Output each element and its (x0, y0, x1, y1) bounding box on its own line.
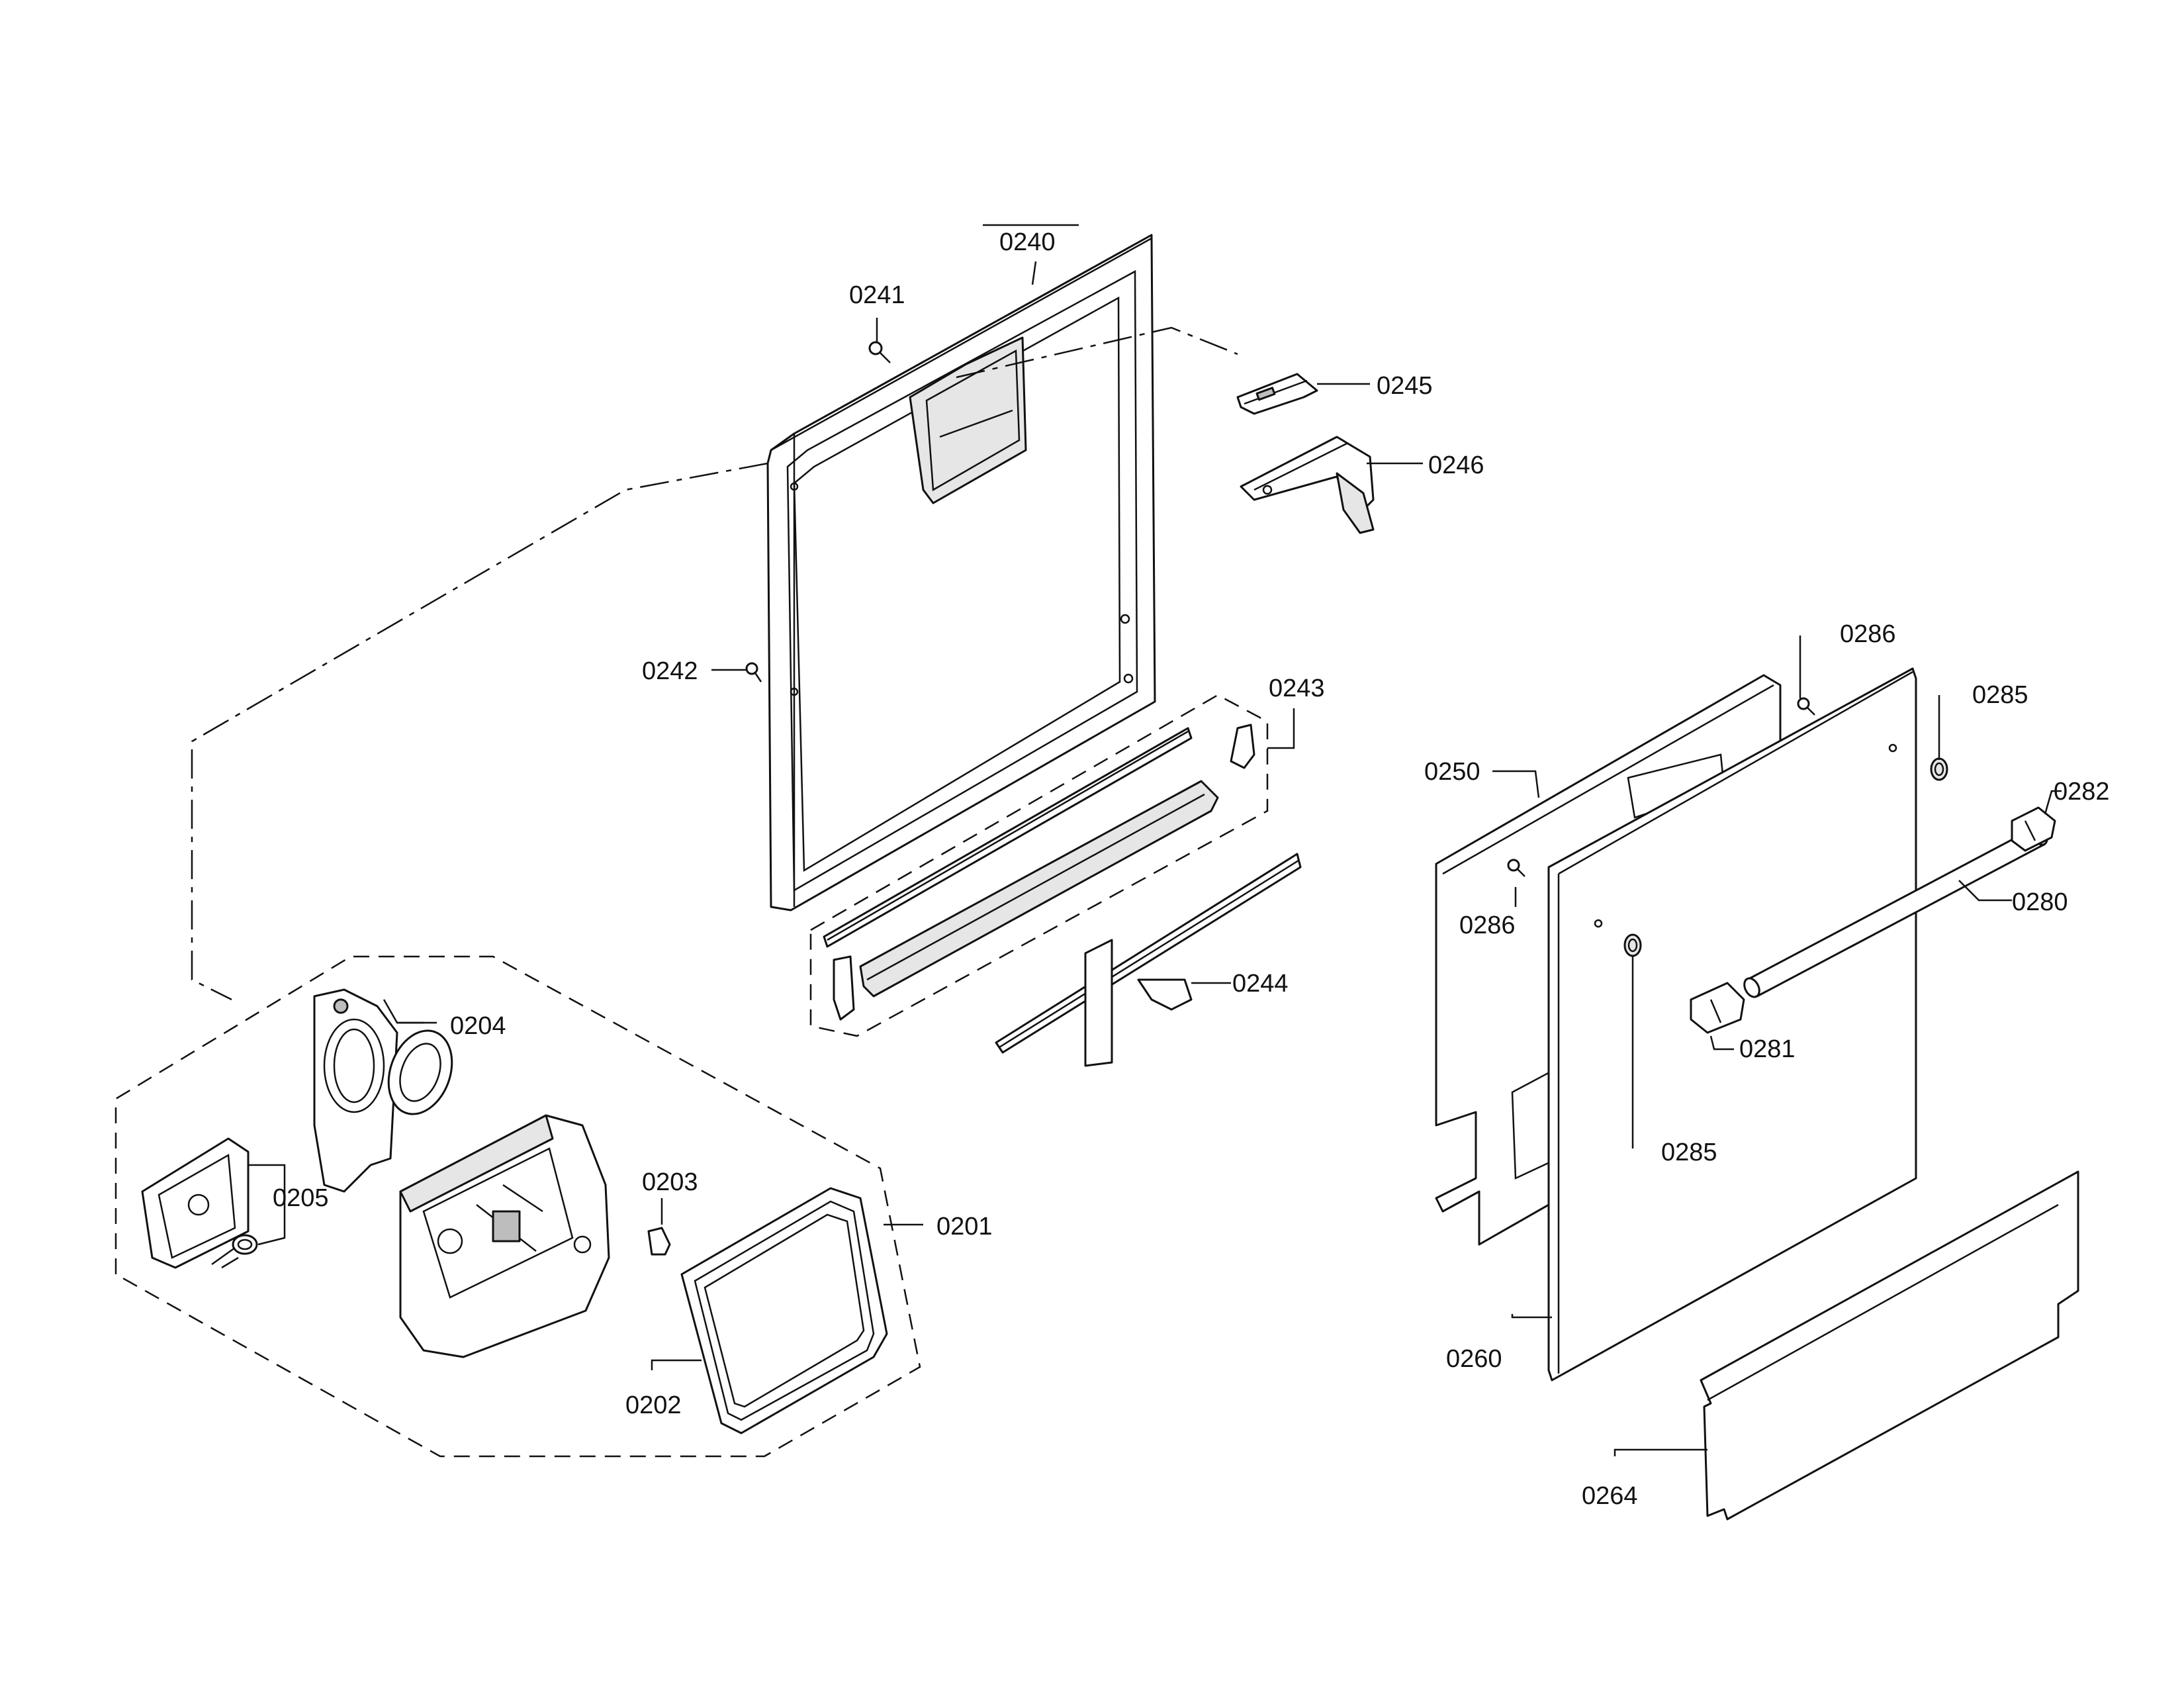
clip-0203 (647, 1227, 671, 1256)
inner-door-panel (766, 234, 1156, 912)
leader-lines (248, 224, 2062, 1456)
callout-0286-top: 0286 (1840, 620, 1896, 648)
callout-0241: 0241 (849, 281, 905, 309)
end-cap-0281 (1690, 982, 1745, 1034)
dispenser-group-outline (114, 955, 921, 1458)
callout-0202: 0202 (625, 1391, 682, 1419)
callout-0282: 0282 (2054, 778, 2110, 806)
callout-0242: 0242 (642, 657, 698, 685)
callout-0243: 0243 (1269, 675, 1325, 702)
callout-0205: 0205 (273, 1184, 329, 1212)
gasket-0204 (387, 1029, 453, 1115)
dashdot-link-left (191, 462, 768, 1001)
dispenser-housing (399, 1114, 610, 1358)
kick-plate-0264 (1700, 1170, 2079, 1521)
callout-0286-left: 0286 (1459, 912, 1516, 939)
screw-0286-top (1797, 697, 1815, 716)
callout-0201: 0201 (936, 1213, 993, 1241)
grommet-0285-left (1623, 933, 1642, 957)
callout-0245: 0245 (1377, 372, 1433, 400)
end-cap-0282 (2011, 806, 2056, 852)
clip-0242 (745, 662, 762, 682)
callout-0260: 0260 (1446, 1345, 1502, 1373)
bracket-0204 (313, 988, 398, 1193)
callout-0285-left: 0285 (1661, 1139, 1717, 1166)
callout-0280: 0280 (2012, 888, 2068, 916)
callout-0250: 0250 (1424, 758, 1480, 786)
screw-0286-left (1507, 859, 1525, 877)
callout-0240: 0240 (999, 228, 1056, 256)
seal-assembly-0243 (809, 694, 1269, 1037)
rail-0244 (995, 853, 1302, 1067)
screw-0241 (868, 341, 891, 363)
grommet-0285-right (1930, 757, 1948, 781)
callout-0246: 0246 (1428, 451, 1484, 479)
callout-0285-right: 0285 (1972, 681, 2028, 709)
plate-0205 (141, 1137, 250, 1269)
gasket-0202 (680, 1187, 888, 1434)
callout-0203: 0203 (642, 1168, 698, 1196)
callout-0264: 0264 (1582, 1482, 1638, 1510)
callout-0281: 0281 (1739, 1035, 1796, 1063)
spring-0205 (211, 1234, 258, 1269)
door-panel-0260 (1547, 667, 1917, 1382)
bracket-0245 (1236, 373, 1318, 415)
callout-0244: 0244 (1232, 970, 1289, 998)
dashdot-link-top (956, 326, 1238, 379)
bracket-0246 (1240, 436, 1375, 534)
callout-0204: 0204 (450, 1012, 506, 1040)
